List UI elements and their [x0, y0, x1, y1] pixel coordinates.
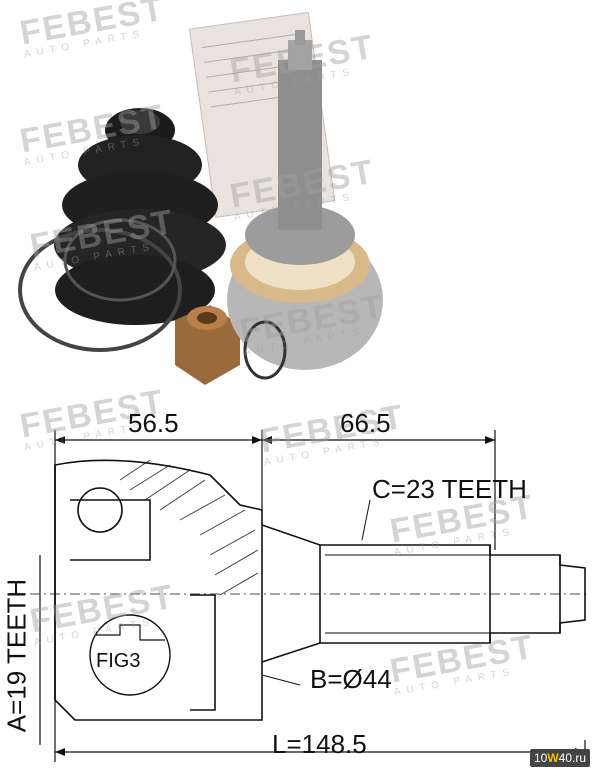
leader-lines — [261, 499, 371, 686]
dimension-right-label: 66.5 — [340, 408, 391, 438]
site-badge: 10W40.ru — [529, 749, 590, 767]
clamp-large — [18, 228, 182, 352]
dimension-left-label: 56.5 — [128, 408, 179, 438]
product-photo — [18, 11, 383, 385]
fig3-callout — [89, 614, 171, 696]
ring-clip — [243, 320, 287, 380]
hatching — [119, 459, 259, 596]
cv-joint — [227, 30, 383, 370]
nut — [175, 305, 240, 385]
boot — [54, 108, 226, 325]
spline-c-label: C=23 TEETH — [372, 474, 527, 504]
joint-body — [54, 459, 263, 721]
diameter-b-label: B=Ø44 — [310, 664, 392, 694]
length-l-label: L=148.5 — [272, 729, 367, 759]
technical-drawing — [30, 430, 590, 762]
clamp-small — [63, 218, 177, 302]
fig3-label: FIG3 — [96, 650, 141, 672]
spline-a-label: A=19 TEETH — [1, 578, 32, 733]
